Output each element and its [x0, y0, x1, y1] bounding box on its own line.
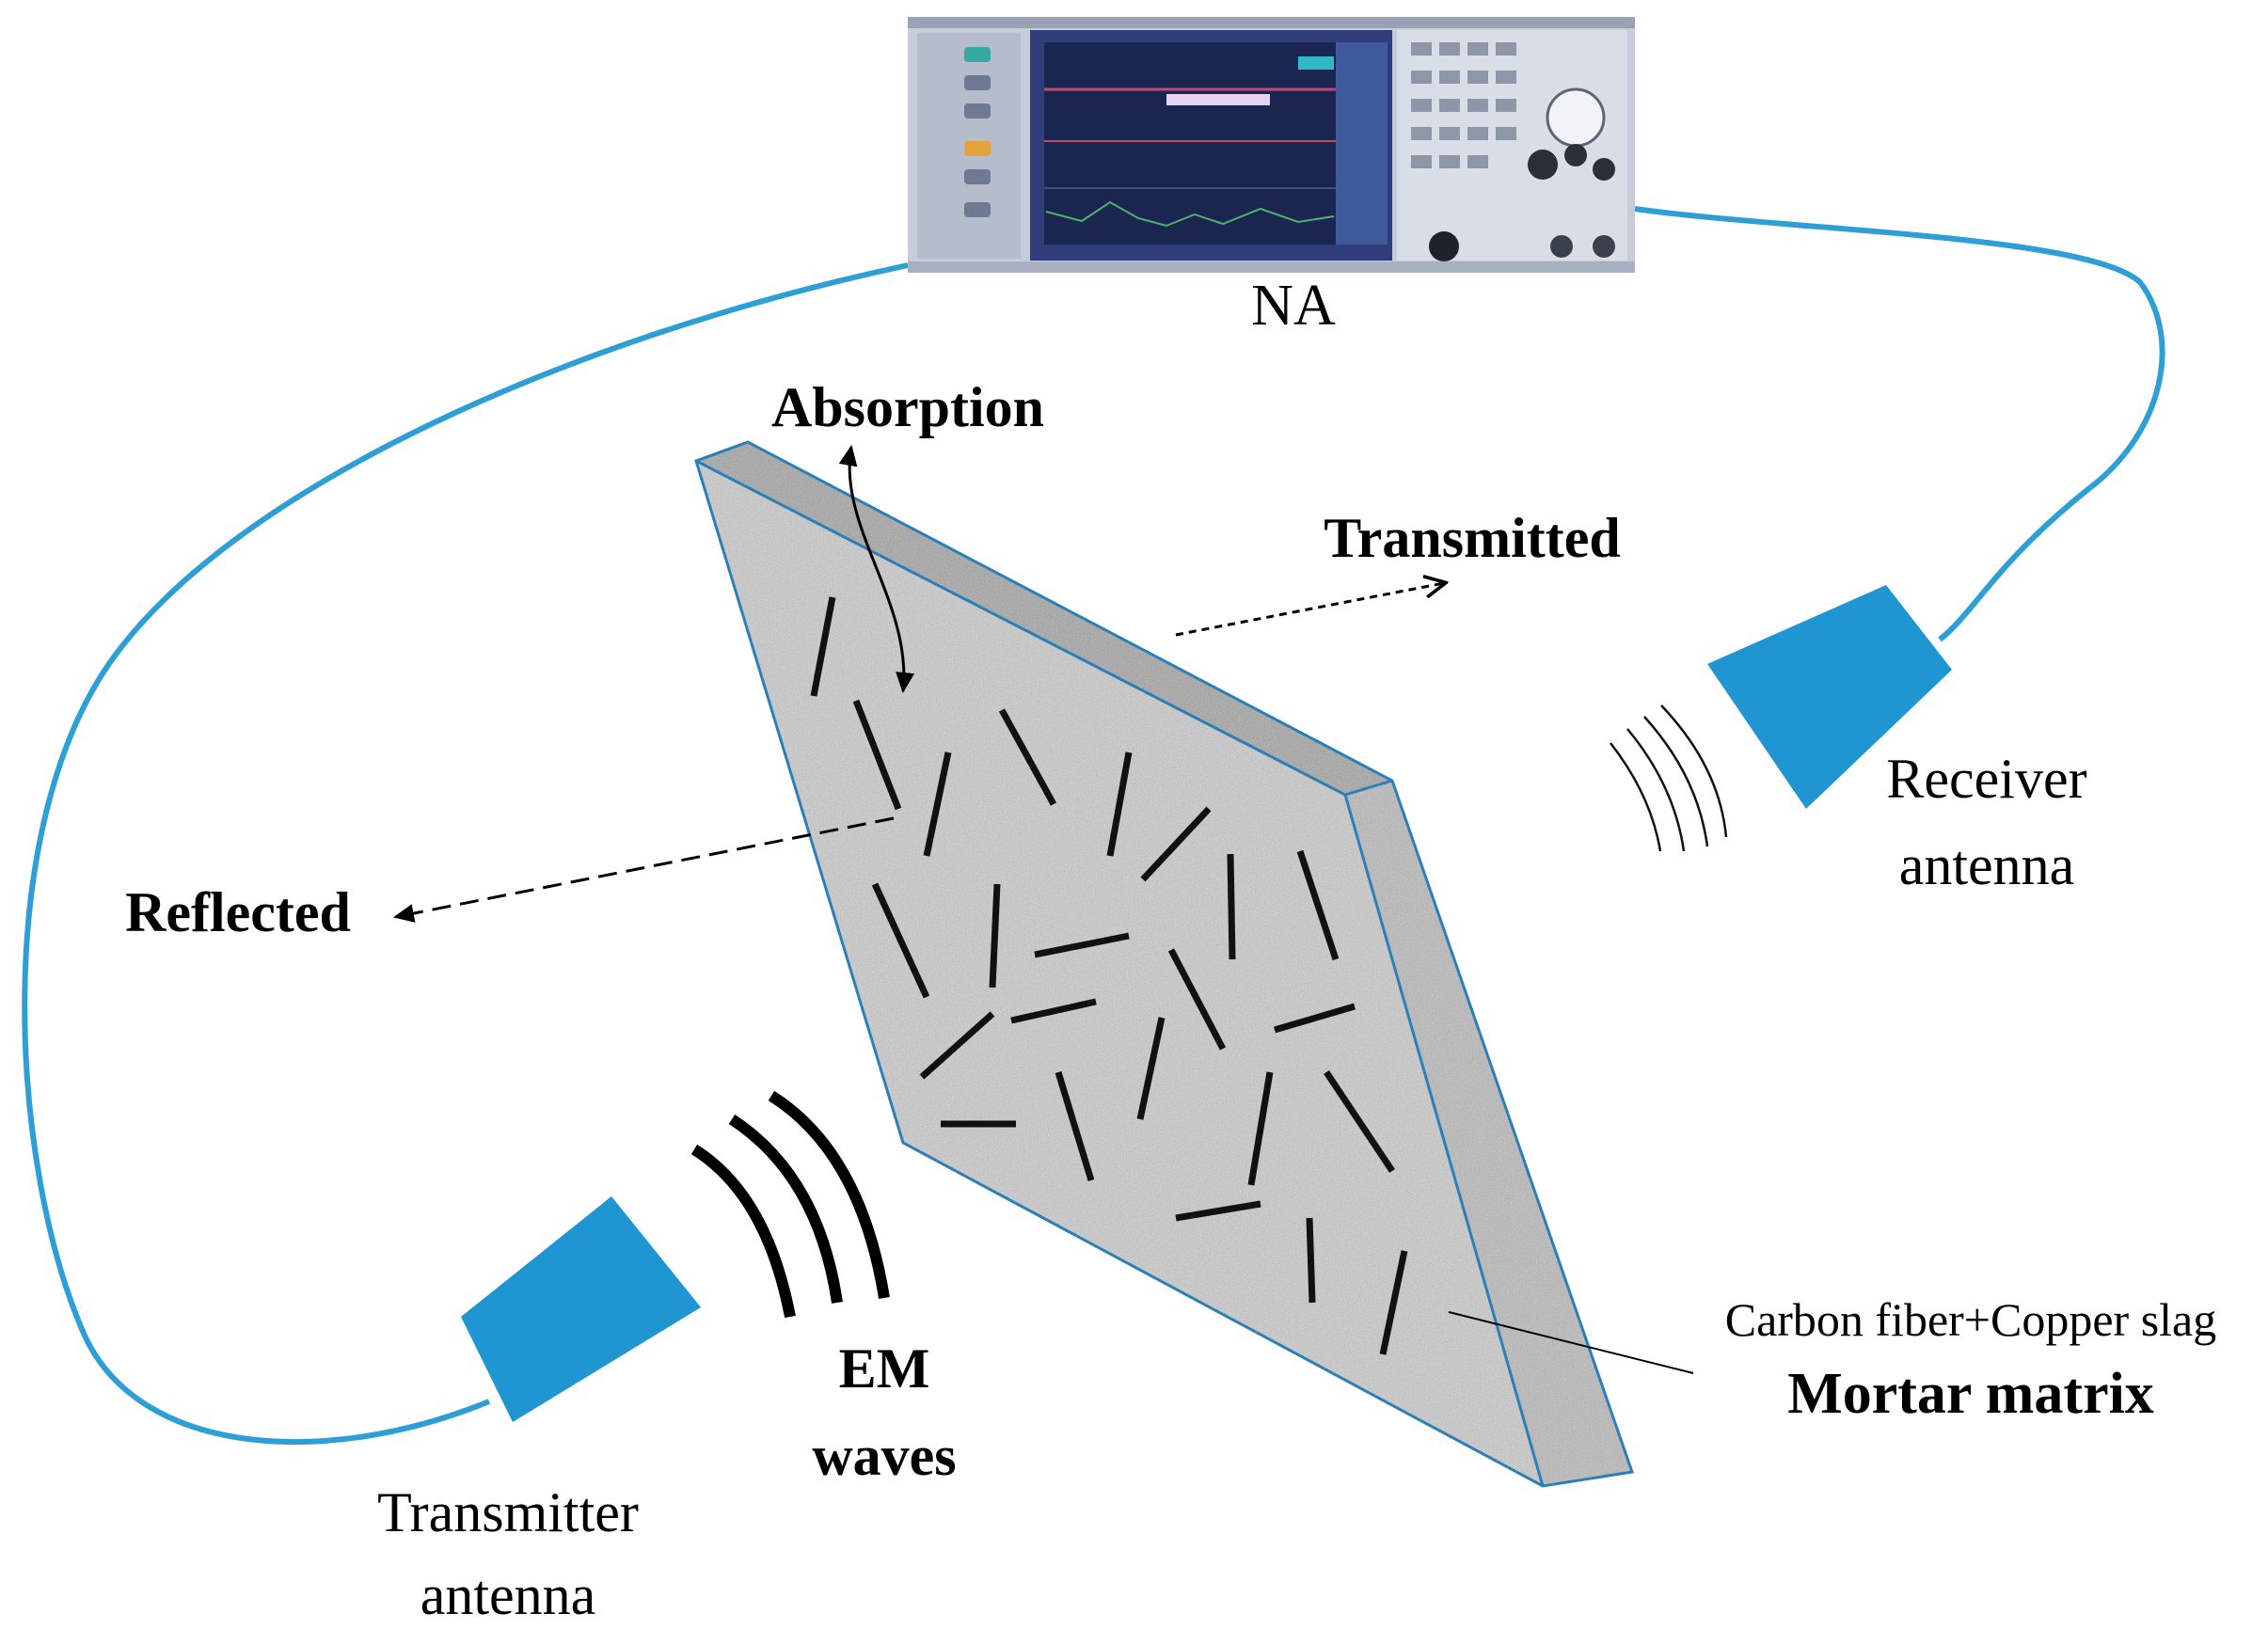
em-label-line2: waves [812, 1425, 956, 1487]
carbon-fiber [1324, 1070, 1395, 1173]
em-label-line1: EM [839, 1337, 930, 1400]
carbon-fiber [1175, 1200, 1261, 1222]
carbon-fiber [919, 1011, 995, 1080]
matrix-leader-line [1448, 1311, 1694, 1374]
absorption-label: Absorption [771, 376, 1044, 438]
transmitted-label: Transmitted [1324, 507, 1621, 569]
na-label: NA [1251, 274, 1336, 338]
em-wave-arcs [690, 1090, 890, 1319]
carbon-fiber [1306, 1217, 1316, 1304]
transmitter-cable [22, 262, 909, 1446]
carbon-fiber [1106, 751, 1133, 857]
receiver-wave-arcs [1610, 704, 1728, 852]
carbon-fibers [810, 596, 1408, 1355]
transmitter-label-line1: Transmitter [377, 1481, 639, 1543]
matrix-label: Mortar matrix [1787, 1362, 2154, 1426]
reflected-label: Reflected [125, 881, 351, 943]
carbon-fiber [810, 596, 836, 697]
receiver-antenna [1707, 585, 1952, 809]
carbon-fiber [1136, 1017, 1166, 1120]
carbon-fiber [1167, 948, 1227, 1051]
carbon-fiber [923, 751, 952, 857]
transmitter-antenna [461, 1196, 701, 1422]
carbon-fiber [1140, 806, 1212, 882]
mortar-slab [694, 440, 1635, 1488]
carbon-fiber [871, 882, 930, 999]
reflected-arrow [393, 816, 895, 923]
absorption-arrow [838, 445, 915, 693]
composition-label: Carbon fiber+Copper slag [1725, 1293, 2217, 1346]
carbon-fiber [989, 883, 1001, 988]
transmitted-arrow [1175, 583, 1444, 637]
carbon-fiber [1227, 853, 1236, 960]
carbon-fiber [1034, 932, 1130, 958]
receiver-label-line1: Receiver [1886, 748, 2086, 810]
transmitter-label-line2: antenna [420, 1564, 596, 1626]
carbon-fiber [1055, 1070, 1095, 1182]
network-analyzer [908, 17, 1635, 273]
carbon-fiber [1296, 849, 1340, 961]
carbon-fiber [998, 708, 1057, 806]
carbon-fiber [1247, 1071, 1274, 1186]
carbon-fiber [1379, 1250, 1408, 1355]
receiver-cable [1634, 206, 2165, 642]
carbon-fiber [1010, 998, 1097, 1024]
carbon-fiber [852, 699, 902, 811]
receiver-label-line2: antenna [1899, 834, 2075, 896]
carbon-fiber [1274, 1003, 1356, 1034]
